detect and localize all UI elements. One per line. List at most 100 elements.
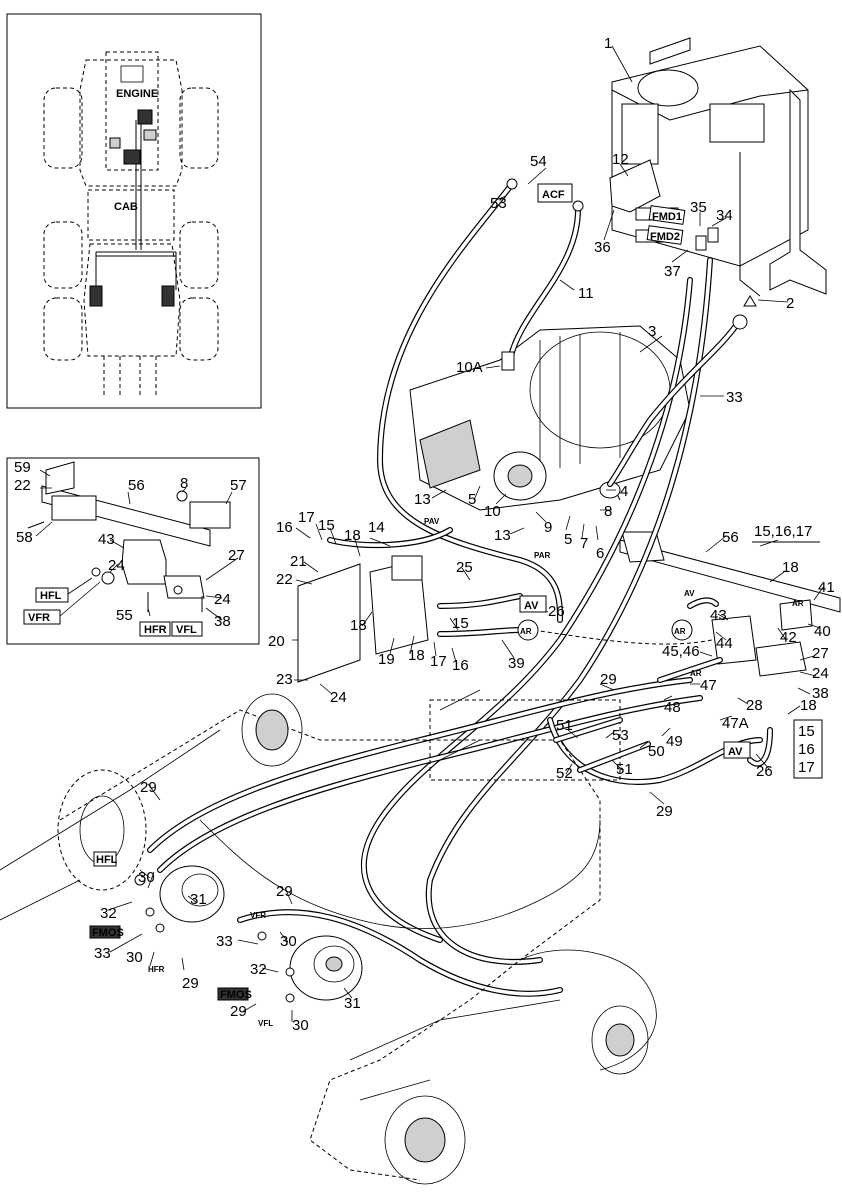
main-callout-69: 26 [756, 763, 773, 780]
detail-callout-9: 55 [116, 607, 133, 624]
detail-callout-11: 38 [214, 613, 231, 630]
main-callout-55: 38 [812, 685, 829, 702]
main-callout-3: 53 [490, 195, 507, 212]
main-callout-73: 32 [100, 905, 117, 922]
detail-callout-8: 24 [108, 557, 125, 574]
main-tag-6: FMOS [92, 927, 124, 939]
main-circle-tag-1: AR [674, 627, 686, 636]
main-callout-43: 15,16,17 [754, 523, 812, 540]
main-callout-74: 31 [190, 891, 207, 908]
main-callout-48: 42 [780, 629, 797, 646]
main-tiny-label-2: HFR [148, 965, 165, 974]
detail-callout-10: 24 [214, 591, 231, 608]
main-tiny-label-5: AR [792, 599, 804, 608]
main-tag-3: AV [524, 600, 539, 612]
main-callout-66: 50 [648, 743, 665, 760]
main-callout-44: 18 [782, 559, 799, 576]
main-callout-34: 18 [408, 647, 425, 664]
detail-callout-1: 22 [14, 477, 31, 494]
detail-callout-0: 59 [14, 459, 31, 476]
main-callout-42: 56 [722, 529, 739, 546]
main-callout-38: 26 [548, 603, 565, 620]
detail-callout-3: 8 [180, 475, 188, 492]
main-callout-36: 17 [430, 653, 447, 670]
main-callout-9: 11 [578, 285, 594, 302]
hose-bundle [147, 181, 773, 997]
detail-tag-1: VFR [28, 612, 50, 624]
main-callout-35: 15 [452, 615, 469, 632]
main-callout-53: 29 [600, 671, 617, 688]
main-circle-tag-0: AR [520, 627, 532, 636]
main-callout-81: 32 [250, 961, 267, 978]
main-callout-82: 31 [344, 995, 361, 1012]
main-tiny-label-6: AV [684, 589, 695, 598]
main-callout-32: 18 [350, 617, 367, 634]
detail-tag-2: HFR [144, 624, 167, 636]
main-callout-4: 35 [690, 199, 707, 216]
main-callout-72: 30 [138, 869, 155, 886]
main-callout-45: 41 [818, 579, 835, 596]
main-callout-21: 7 [580, 535, 588, 552]
main-callout-84: 30 [292, 1017, 309, 1034]
detail-callout-5: 58 [16, 529, 33, 546]
main-tiny-label-3: VFR [250, 911, 266, 920]
main-callout-63: 16 [798, 741, 815, 758]
main-tiny-label-0: PAV [424, 517, 440, 526]
main-callout-68: 51 [616, 761, 633, 778]
main-callout-11: 10A [456, 359, 483, 376]
main-callout-80: 33 [216, 933, 233, 950]
main-tag-1: FMD1 [652, 211, 682, 223]
main-callout-10: 3 [648, 323, 656, 340]
main-callout-29: 22 [276, 571, 293, 588]
main-callout-27: 18 [344, 527, 361, 544]
detail-frame [6, 457, 260, 645]
main-callout-17: 8 [604, 503, 612, 520]
main-callout-24: 17 [298, 509, 315, 526]
main-tag-5: HFL [96, 854, 118, 866]
main-callout-75: 33 [94, 945, 111, 962]
main-callout-23: 16 [276, 519, 293, 536]
main-tag-7: FMOS [220, 989, 252, 1001]
main-callout-31: 20 [268, 633, 285, 650]
main-callout-71: 29 [140, 779, 157, 796]
main-callout-1: 54 [530, 153, 547, 170]
main-callout-37: 16 [452, 657, 469, 674]
main-callout-54: 47 [700, 677, 717, 694]
main-callout-5: 34 [716, 207, 733, 224]
main-callout-70: 29 [656, 803, 673, 820]
tag-boxes [89, 183, 823, 1001]
detail-inset [6, 457, 260, 645]
main-tag-2: FMD2 [650, 231, 680, 243]
main-callout-13: 13 [414, 491, 431, 508]
main-callout-6: 36 [594, 239, 611, 256]
main-callout-67: 52 [556, 765, 573, 782]
main-callout-51: 45,46 [662, 643, 700, 660]
main-callout-76: 30 [126, 949, 143, 966]
main-tiny-label-4: VFL [258, 1019, 273, 1028]
main-tiny-label-7: AR [690, 669, 702, 678]
main-callout-78: 29 [276, 883, 293, 900]
detail-callout-4: 57 [230, 477, 247, 494]
main-callout-26: 14 [368, 519, 385, 536]
main-tag-4: AV [728, 746, 743, 758]
detail-callout-7: 27 [228, 547, 245, 564]
main-callout-0: 1 [604, 35, 612, 52]
main-callout-15: 10 [484, 503, 501, 520]
cab-label: CAB [114, 201, 138, 213]
detail-callout-6: 43 [98, 531, 115, 548]
detail-tag-0: HFL [40, 590, 62, 602]
main-callout-39: 39 [508, 655, 525, 672]
main-callout-22: 6 [596, 545, 604, 562]
main-tag-0: ACF [542, 189, 565, 201]
main-callout-56: 28 [746, 697, 763, 714]
overview-frame [6, 13, 262, 409]
main-callout-33: 19 [378, 651, 395, 668]
main-tiny-label-1: PAR [534, 551, 551, 560]
main-callout-18: 9 [544, 519, 552, 536]
main-callout-59: 51 [556, 717, 573, 734]
main-callout-40: 23 [276, 671, 293, 688]
main-callout-20: 5 [564, 531, 572, 548]
